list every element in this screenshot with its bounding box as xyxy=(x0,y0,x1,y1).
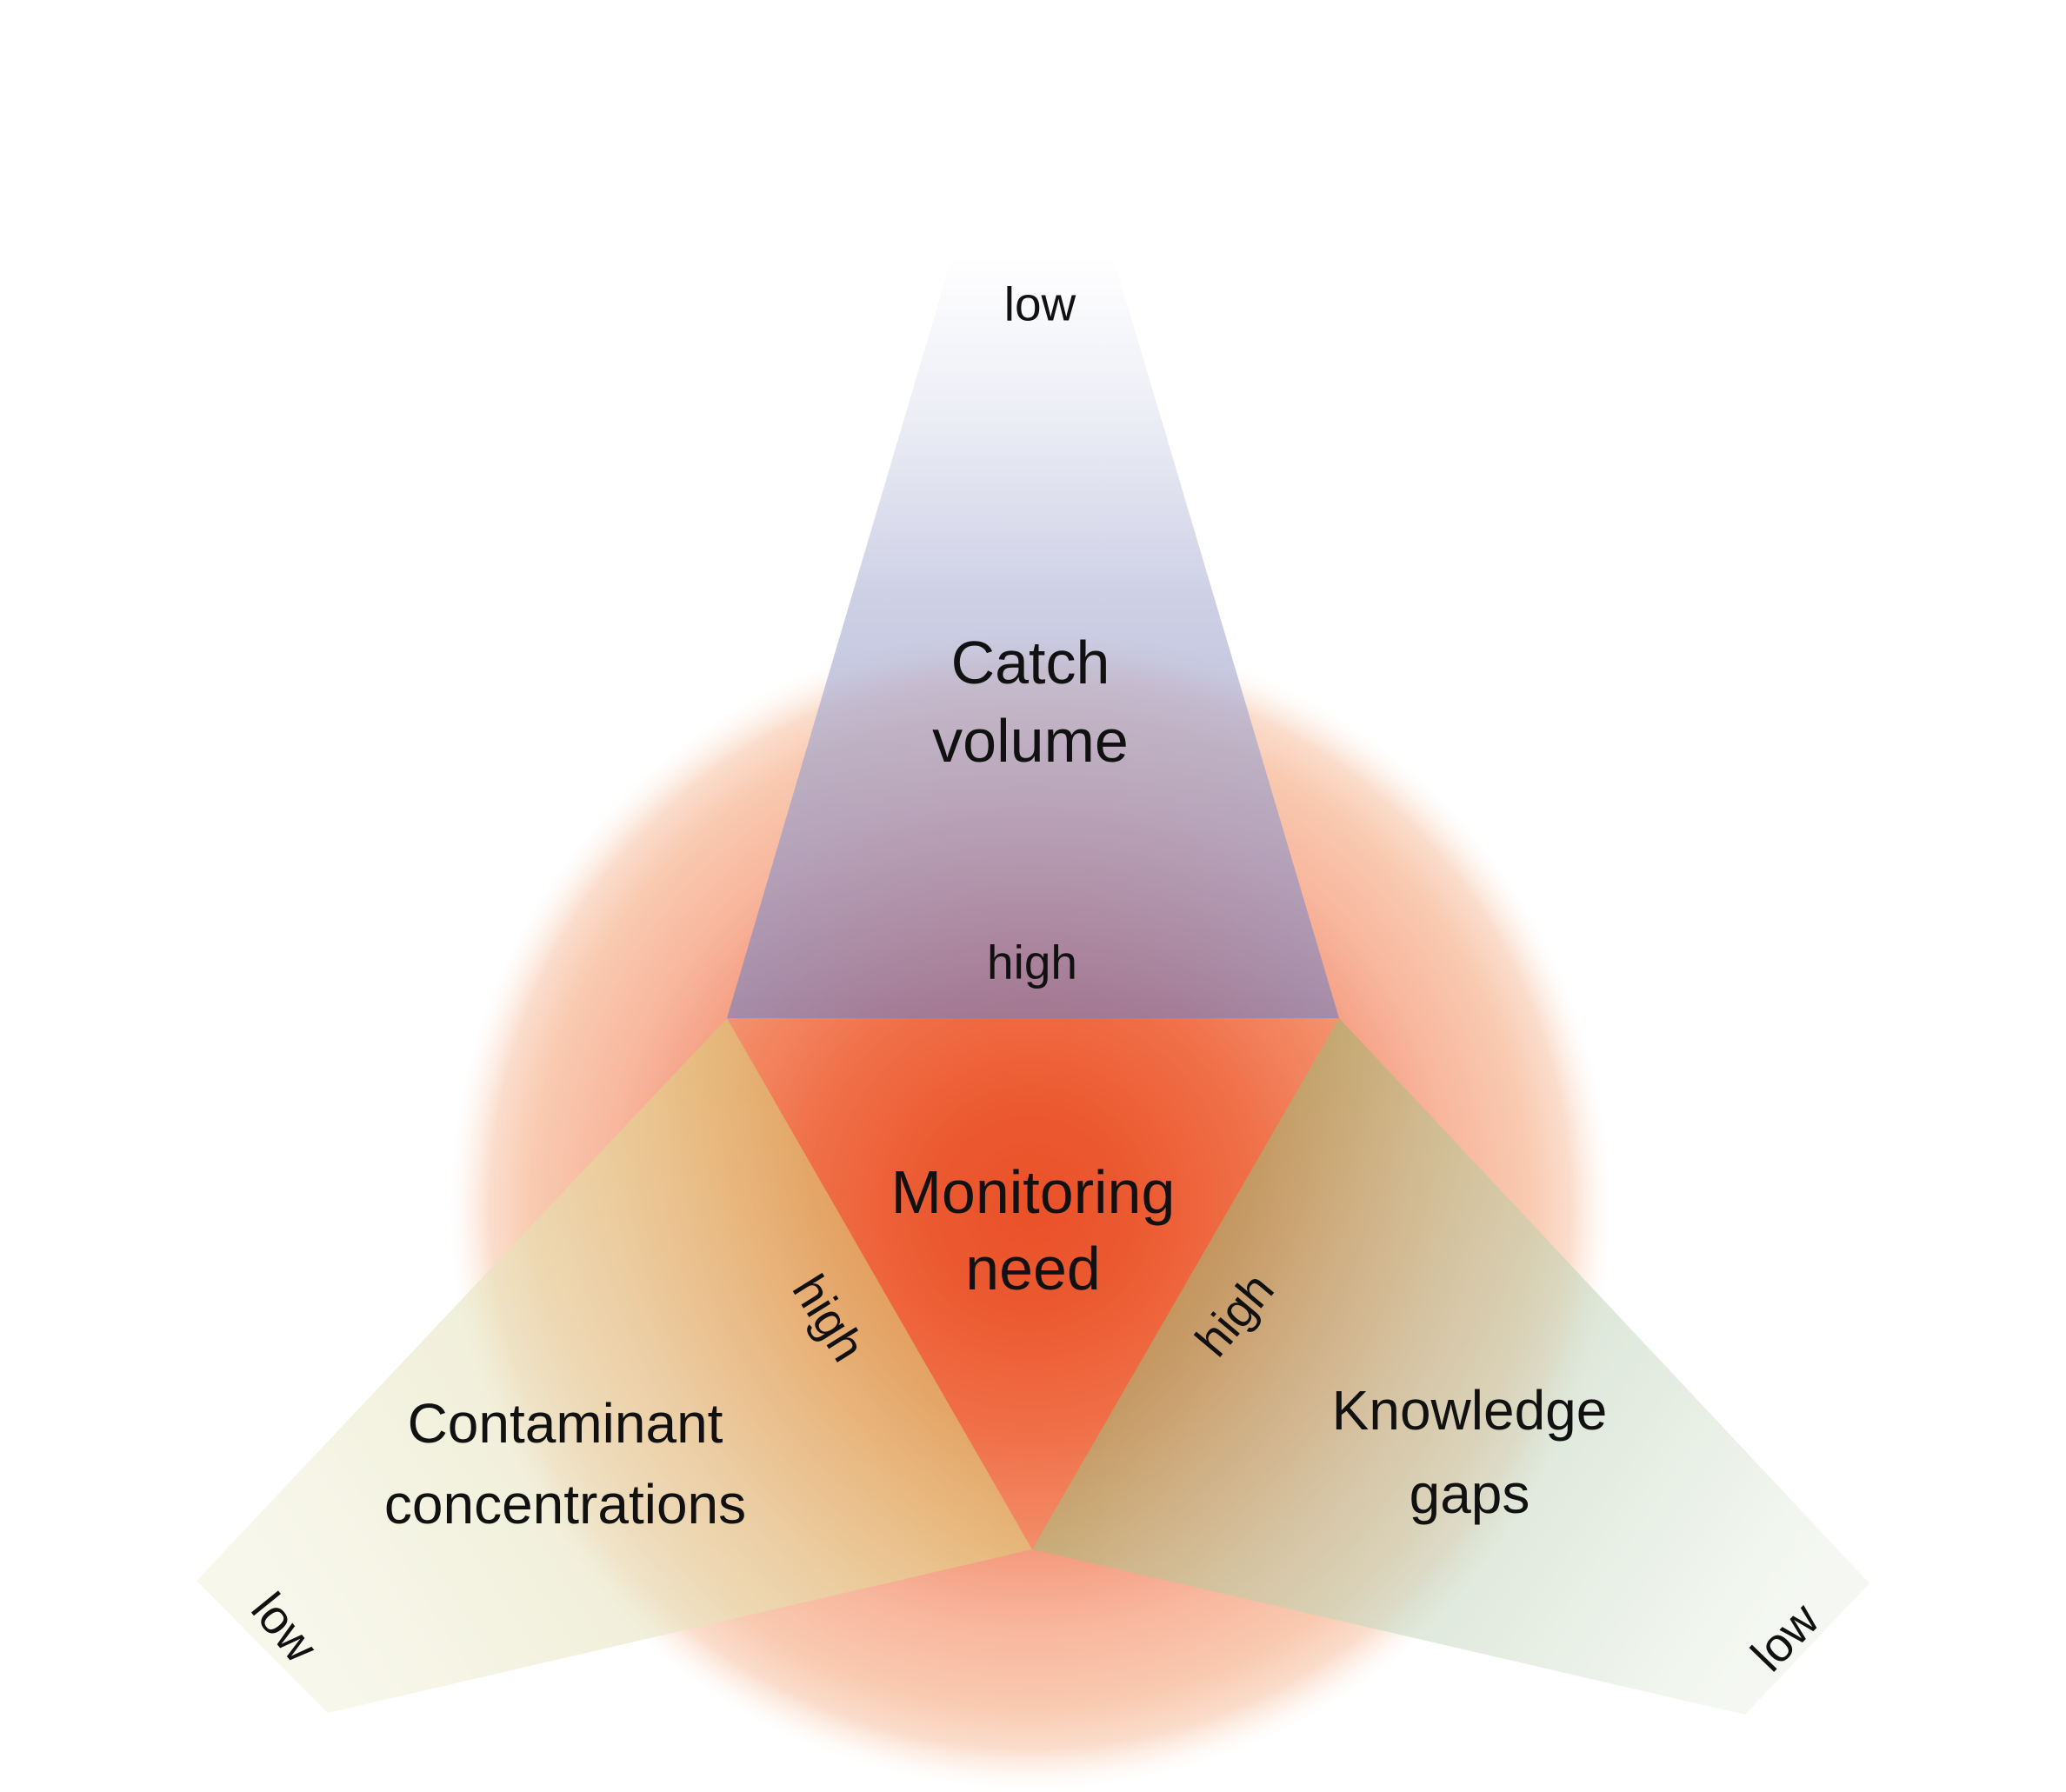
knowledge-gaps-label-line1: Knowledge xyxy=(1331,1379,1608,1442)
contaminant-label-line1: Contaminant xyxy=(407,1392,723,1455)
catch-volume-low-label: low xyxy=(1003,276,1076,331)
catch-volume-label: Catch volume xyxy=(932,623,1129,780)
monitoring-need-label: Monitoring need xyxy=(891,1154,1176,1307)
center-triangle xyxy=(727,1018,1339,1549)
contaminant-concentrations-wedge xyxy=(197,1018,1032,1713)
knowledge-gaps-wedge xyxy=(1032,1018,1869,1715)
catch-volume-label-line2: volume xyxy=(932,707,1129,775)
monitoring-need-label-line1: Monitoring xyxy=(890,1158,1176,1226)
axis-wedges xyxy=(197,256,1869,1715)
catch-volume-high-label: high xyxy=(987,935,1077,989)
catch-volume-wedge xyxy=(727,256,1339,1018)
knowledge-gaps-label-line2: gaps xyxy=(1409,1462,1530,1525)
knowledge-gaps-label: Knowledge gaps xyxy=(1332,1369,1608,1536)
contaminant-concentrations-label: Contaminant concentrations xyxy=(384,1383,746,1545)
contaminant-label-line2: concentrations xyxy=(383,1473,747,1536)
catch-volume-label-line1: Catch xyxy=(950,629,1110,696)
monitoring-need-label-line2: need xyxy=(965,1235,1101,1302)
